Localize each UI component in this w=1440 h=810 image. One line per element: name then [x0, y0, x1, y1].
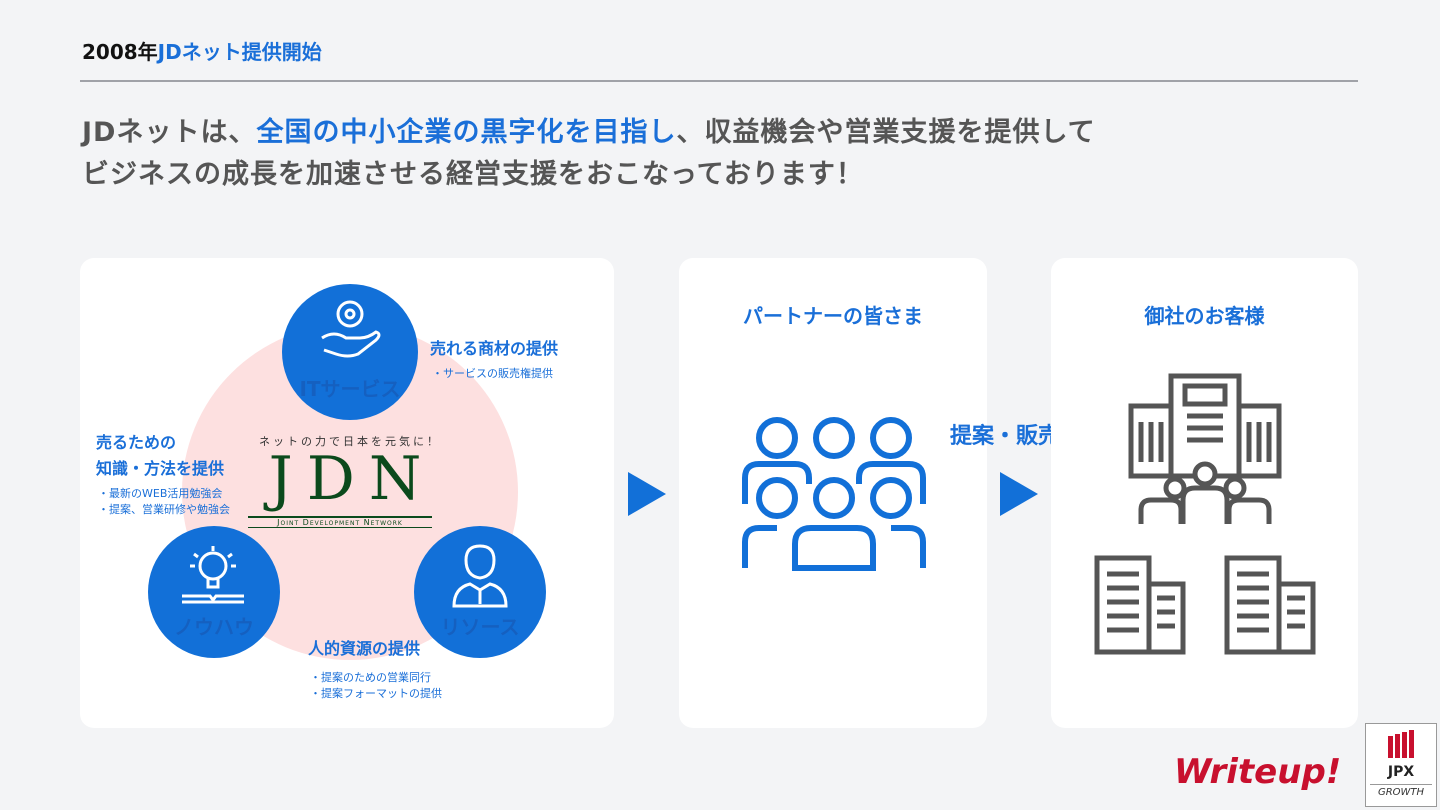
- jdn-tagline: ネットの力で日本を元気に！: [259, 435, 441, 448]
- it-service-circle: ITサービス: [282, 284, 418, 420]
- arrow-right-icon: [628, 472, 666, 516]
- jdn-logo: JDN: [268, 444, 436, 514]
- knowhow-heading: 売るための知識・方法を提供: [96, 433, 225, 478]
- jdn-services-card: ネットの力で日本を元気に！ JDN Joint Development Netw…: [80, 258, 614, 728]
- flow-label: 提案・販売: [950, 424, 1061, 449]
- customers-title: 御社のお客様: [1144, 304, 1265, 328]
- partners-card: パートナーの皆さま: [679, 258, 987, 728]
- jdn-fullname: Joint Development Network: [248, 516, 432, 528]
- lightbulb-book-icon: [182, 546, 244, 604]
- knowhow-label: ノウハウ: [174, 615, 254, 639]
- office-building-people-icon: [1128, 373, 1282, 524]
- it-service-label: ITサービス: [299, 377, 401, 401]
- office-building-icon: [1094, 555, 1186, 655]
- people-group-icon: [742, 417, 926, 571]
- businessman-icon: [452, 544, 508, 608]
- customers-card: 御社のお客様: [1051, 258, 1358, 728]
- knowhow-bullets: ・最新のWEB活用勉強会・提案、営業研修や勉強会: [98, 487, 230, 516]
- arrow-right-icon: [1000, 472, 1038, 516]
- page-title: 2008年JDネット提供開始: [82, 40, 322, 64]
- divider: [80, 80, 1358, 82]
- resource-bullets: ・提案のための営業同行・提案フォーマットの提供: [310, 671, 442, 700]
- knowhow-circle: ノウハウ: [148, 526, 280, 658]
- partners-title: パートナーの皆さま: [743, 304, 923, 328]
- gear-hand-icon: [321, 300, 381, 358]
- headline: JDネットは、全国の中小企業の黒字化を目指し、収益機会や営業支援を提供して ビジ…: [82, 117, 1096, 190]
- it-bullet: ・サービスの販売権提供: [432, 367, 553, 380]
- writeup-logo: Writeup!: [1174, 752, 1342, 792]
- office-building-icon: [1224, 555, 1316, 655]
- resource-circle: リソース: [414, 526, 546, 658]
- jpx-growth-badge: JPX GROWTH: [1365, 723, 1437, 807]
- resource-heading: 人的資源の提供: [308, 639, 421, 658]
- jpx-mark-icon: [1388, 730, 1414, 758]
- resource-label: リソース: [440, 615, 520, 639]
- it-heading: 売れる商材の提供: [430, 339, 559, 358]
